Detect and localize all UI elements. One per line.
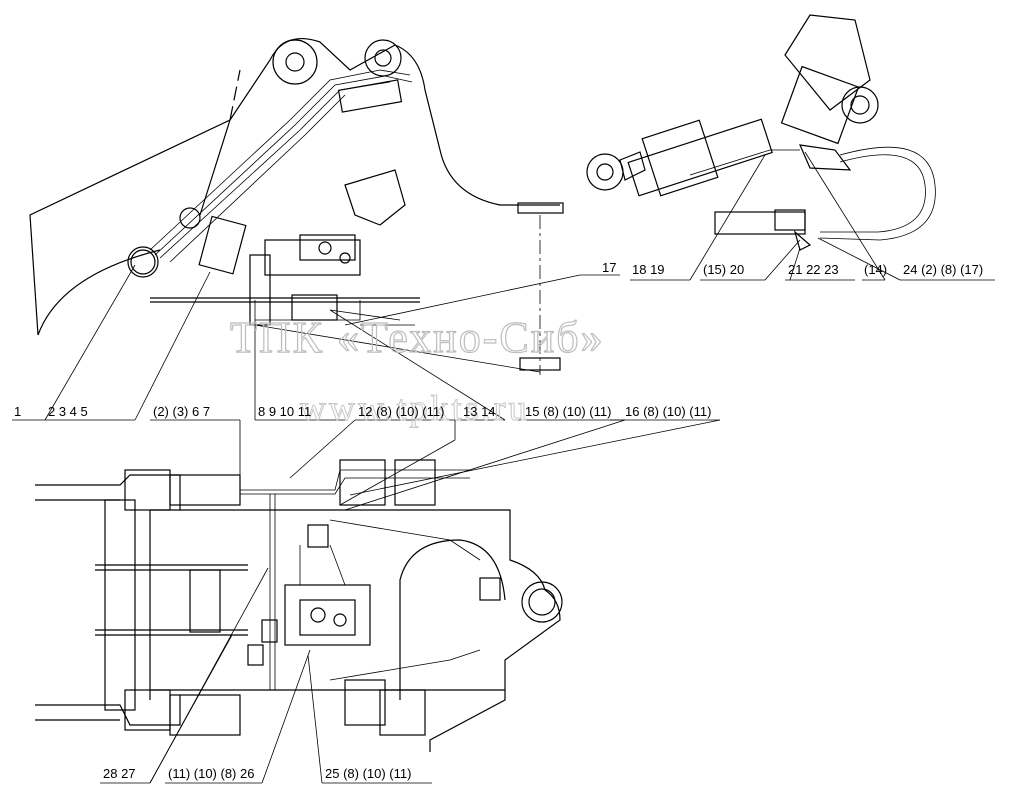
boom-side-view: [29, 38, 564, 375]
callout-1: 1: [14, 404, 21, 419]
callout-26: (11) (10) (8) 26: [168, 766, 254, 781]
watermark-site: www.tpkts.ru: [300, 388, 530, 428]
callout-labels: 1 2 3 4 5 (2) (3) 6 7 8 9 10 11 12 (8) (…: [14, 260, 983, 781]
callout-18-19: 18 19: [632, 262, 665, 277]
callout-12: 12 (8) (10) (11): [358, 404, 444, 419]
callout-15-20: (15) 20: [703, 262, 744, 277]
callout-24: 24 (2) (8) (17): [903, 262, 983, 277]
callout-28-27: 28 27: [103, 766, 136, 781]
cylinder-detail-view: [586, 14, 936, 251]
callout-14: (14): [864, 262, 887, 277]
leader-lines: [12, 151, 995, 784]
callout-17: 17: [602, 260, 616, 275]
top-plan-view: [35, 459, 563, 752]
callout-15: 15 (8) (10) (11): [525, 404, 611, 419]
callout-8-11: 8 9 10 11: [258, 404, 311, 419]
watermark-company: ТПК «Техно-Сиб»: [230, 313, 605, 362]
callout-25: 25 (8) (10) (11): [325, 766, 411, 781]
callout-2-7: (2) (3) 6 7: [153, 404, 210, 419]
callout-2-5: 2 3 4 5: [48, 404, 88, 419]
callout-21-23: 21 22 23: [788, 262, 839, 277]
callout-13-14: 13 14: [463, 404, 496, 419]
callout-16: 16 (8) (10) (11): [625, 404, 711, 419]
